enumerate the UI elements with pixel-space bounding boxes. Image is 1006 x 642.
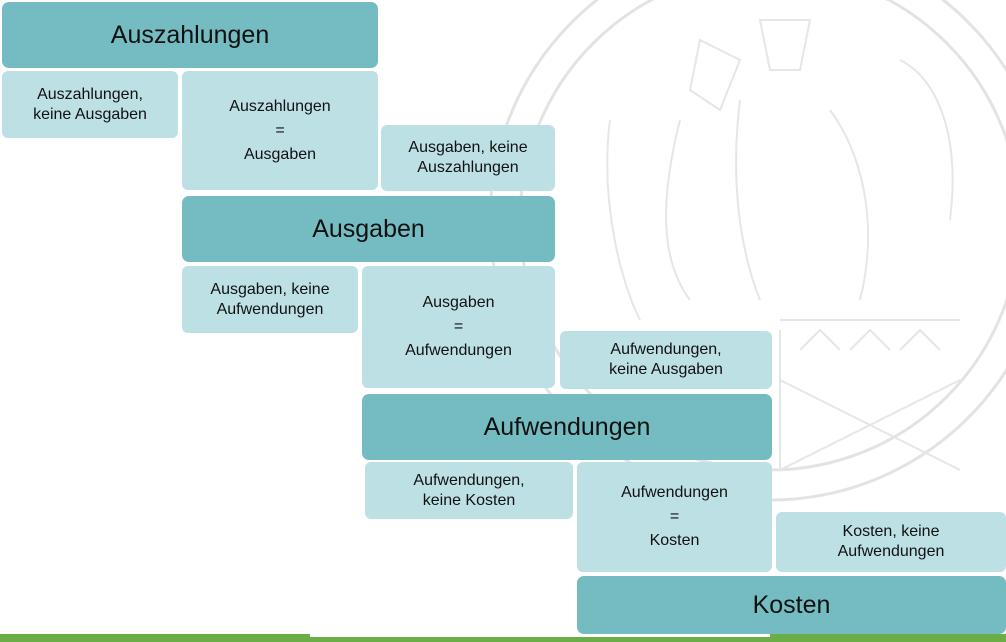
- aufwendungen-header: Aufwendungen: [362, 394, 772, 460]
- aufwendungen-keine-ausgaben-box: Aufwendungen, keine Ausgaben: [560, 331, 772, 389]
- aufwendungen-eq-kosten-box: Aufwendungen = Kosten: [577, 462, 772, 572]
- auszahlungen-eq-ausgaben-top: Auszahlungen: [229, 97, 331, 115]
- ausgaben-eq-aufwendungen-top: Ausgaben: [422, 294, 495, 311]
- aufwendungen-header-label: Aufwendungen: [483, 412, 651, 441]
- aufwendungen-eq-kosten-bottom: Kosten: [649, 532, 700, 549]
- auszahlungen-keine-ausgaben-label: Auszahlungen, keine Ausgaben: [33, 85, 147, 123]
- ausgaben-keine-auszahlungen-label: Ausgaben, keine Auszahlungen: [408, 139, 528, 176]
- footer-bar: [0, 634, 1006, 642]
- aufwendungen-keine-kosten-label: Aufwendungen, keine Kosten: [413, 471, 525, 509]
- ausgaben-keine-aufwendungen-label: Ausgaben, keine Aufwendungen: [210, 280, 330, 318]
- ausgaben-eq-aufwendungen-bottom: Aufwendungen: [405, 342, 512, 359]
- aufwendungen-keine-ausgaben-label: Aufwendungen, keine Ausgaben: [609, 341, 723, 378]
- auszahlungen-header-label: Auszahlungen: [110, 20, 270, 49]
- auszahlungen-eq-ausgaben-box: Auszahlungen = Ausgaben: [182, 71, 378, 190]
- ausgaben-header: Ausgaben: [182, 196, 555, 262]
- auszahlungen-eq-ausgaben-bottom: Ausgaben: [243, 145, 317, 163]
- ausgaben-eq-aufwendungen-box: Ausgaben = Aufwendungen: [362, 266, 555, 388]
- kosten-keine-aufwendungen-label: Kosten, keine Aufwendungen: [837, 523, 945, 560]
- ausgaben-keine-auszahlungen-box: Ausgaben, keine Auszahlungen: [381, 125, 555, 191]
- kosten-header-label: Kosten: [752, 590, 831, 619]
- equals-sign: =: [669, 508, 680, 525]
- footer-tab: [310, 634, 770, 637]
- auszahlungen-keine-ausgaben-box: Auszahlungen, keine Ausgaben: [2, 71, 178, 138]
- auszahlungen-header: Auszahlungen: [2, 2, 378, 68]
- kosten-header: Kosten: [577, 576, 1006, 634]
- kosten-keine-aufwendungen-box: Kosten, keine Aufwendungen: [776, 512, 1006, 572]
- ausgaben-keine-aufwendungen-box: Ausgaben, keine Aufwendungen: [182, 266, 358, 333]
- equals-sign: =: [275, 121, 285, 139]
- equals-sign: =: [453, 318, 464, 335]
- aufwendungen-eq-kosten-top: Aufwendungen: [621, 484, 728, 501]
- ausgaben-header-label: Ausgaben: [312, 214, 425, 243]
- aufwendungen-keine-kosten-box: Aufwendungen, keine Kosten: [365, 462, 573, 519]
